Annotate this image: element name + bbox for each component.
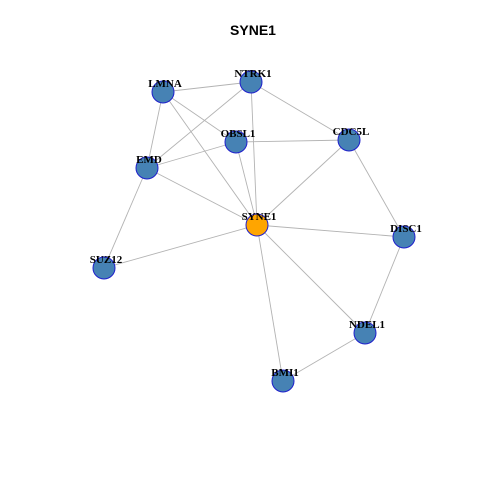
- edge-syne1-bmi1: [256, 224, 284, 382]
- node-obsl1[interactable]: [224, 130, 248, 154]
- edge-lmna-syne1: [162, 91, 258, 226]
- node-bmi1[interactable]: [271, 369, 295, 393]
- node-emd[interactable]: [135, 156, 159, 180]
- node-label-emd: EMD: [136, 154, 162, 166]
- node-label-ntrk1: NTRK1: [234, 68, 271, 80]
- node-label-syne1: SYNE1: [242, 211, 277, 223]
- edge-syne1-ndel1: [256, 224, 366, 334]
- edge-ntrk1-syne1: [250, 81, 258, 226]
- node-ndel1[interactable]: [353, 321, 377, 345]
- edge-syne1-disc1: [256, 224, 405, 238]
- node-label-suz12: SUZ12: [90, 254, 123, 266]
- edge-ntrk1-cdc5l: [250, 81, 350, 141]
- edge-layer: [103, 81, 405, 382]
- graph-title: SYNE1: [230, 22, 276, 38]
- edge-cdc5l-syne1: [256, 139, 350, 226]
- edge-emd-syne1: [146, 167, 258, 226]
- node-suz12[interactable]: [92, 256, 116, 280]
- edge-obsl1-emd: [146, 141, 237, 169]
- edge-emd-suz12: [103, 167, 148, 269]
- edge-lmna-emd: [146, 91, 164, 169]
- node-cdc5l[interactable]: [337, 128, 361, 152]
- node-label-bmi1: BMI1: [271, 367, 299, 379]
- node-label-cdc5l: CDC5L: [333, 126, 370, 138]
- node-label-lmna: LMNA: [148, 78, 182, 90]
- edge-ntrk1-emd: [146, 81, 252, 169]
- node-syne1[interactable]: [245, 213, 269, 237]
- edge-cdc5l-disc1: [348, 139, 405, 238]
- node-disc1[interactable]: [392, 225, 416, 249]
- edge-lmna-ntrk1: [162, 81, 252, 93]
- node-lmna[interactable]: [151, 80, 175, 104]
- edge-lmna-obsl1: [162, 91, 237, 143]
- edge-suz12-syne1: [103, 224, 258, 269]
- edge-disc1-ndel1: [364, 236, 405, 334]
- edge-ndel1-bmi1: [282, 332, 366, 382]
- edge-obsl1-syne1: [235, 141, 258, 226]
- node-label-obsl1: OBSL1: [221, 128, 256, 140]
- node-layer: [92, 70, 416, 393]
- node-label-ndel1: NDEL1: [349, 319, 385, 331]
- node-ntrk1[interactable]: [239, 70, 263, 94]
- edge-obsl1-cdc5l: [235, 139, 350, 143]
- node-label-disc1: DISC1: [390, 223, 422, 235]
